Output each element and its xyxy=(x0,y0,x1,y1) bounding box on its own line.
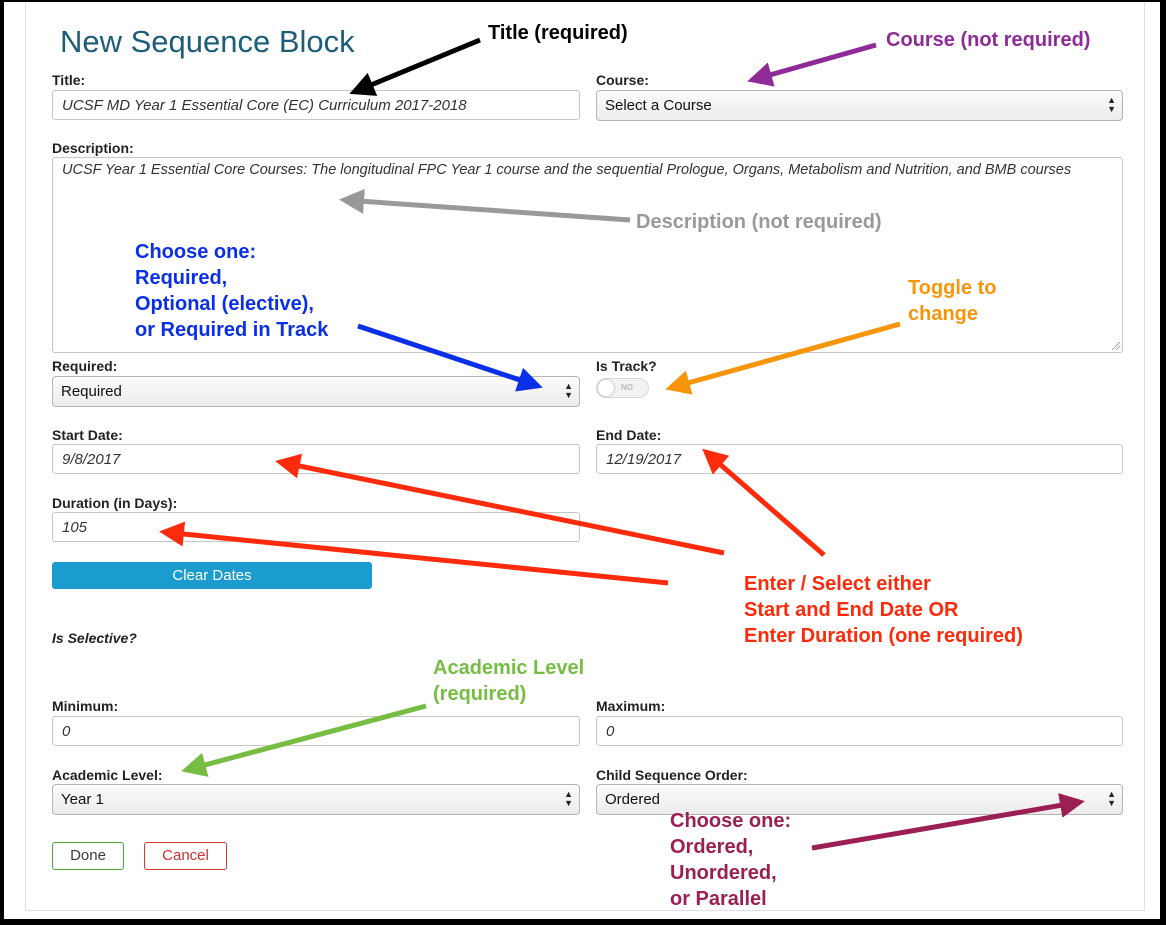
course-select-value: Select a Course xyxy=(605,97,712,114)
academic-level-annotation-line-2: (required) xyxy=(433,683,527,705)
description-label: Description: xyxy=(52,140,134,156)
end-date-annotation-arrow xyxy=(702,448,826,557)
done-button[interactable]: Done xyxy=(52,842,124,870)
academic-level-annotation-line-1: Academic Level xyxy=(433,657,585,679)
course-label: Course: xyxy=(596,72,649,88)
window-frame: New Sequence Block Title: UCSF MD Year 1… xyxy=(4,2,1160,919)
title-annotation-arrow xyxy=(349,37,481,96)
academic-level-value: Year 1 xyxy=(61,791,104,808)
description-textarea[interactable]: UCSF Year 1 Essential Core Courses: The … xyxy=(52,157,1123,353)
minimum-label: Minimum: xyxy=(52,698,119,714)
required-label: Required: xyxy=(52,358,118,374)
up-down-caret-icon: ▲▼ xyxy=(564,381,573,400)
child-order-annotation-line-3: Unordered, xyxy=(670,862,777,884)
annotation-arrows xyxy=(159,37,1085,851)
is-track-label: Is Track? xyxy=(596,358,657,374)
child-order-annotation-line-1: Choose one: xyxy=(670,810,792,832)
up-down-caret-icon: ▲▼ xyxy=(1107,95,1116,114)
course-annotation-arrow xyxy=(747,42,877,87)
toggle-knob xyxy=(598,380,614,396)
title-input[interactable]: UCSF MD Year 1 Essential Core (EC) Curri… xyxy=(52,90,580,120)
resize-grip-icon[interactable] xyxy=(1112,342,1120,350)
dates-annotation: Enter / Select either Start and End Date… xyxy=(744,571,1023,649)
required-annotation-line-2: Required, xyxy=(135,267,228,289)
course-annotation: Course (not required) xyxy=(886,29,1091,51)
form-panel: New Sequence Block Title: UCSF MD Year 1… xyxy=(25,2,1145,911)
clear-dates-button[interactable]: Clear Dates xyxy=(52,562,372,589)
description-annotation: Description (not required) xyxy=(636,211,882,233)
child-order-annotation: Choose one: Ordered, Unordered, or Paral… xyxy=(670,808,791,912)
toggle-annotation-arrow xyxy=(665,321,901,395)
academic-level-annotation-arrow xyxy=(181,703,427,777)
child-order-annotation-arrow xyxy=(811,793,1085,851)
required-annotation-arrow xyxy=(357,323,543,392)
academic-level-annotation: Academic Level (required) xyxy=(433,655,584,707)
cancel-button[interactable]: Cancel xyxy=(144,842,227,870)
up-down-caret-icon: ▲▼ xyxy=(1107,789,1116,808)
course-select[interactable]: Select a Course ▲▼ xyxy=(596,90,1123,121)
page-title: New Sequence Block xyxy=(60,24,355,59)
maximum-input[interactable]: 0 xyxy=(596,716,1123,746)
dates-annotation-line-2: Start and End Date OR xyxy=(744,599,959,621)
academic-level-select[interactable]: Year 1 ▲▼ xyxy=(52,784,580,815)
up-down-caret-icon: ▲▼ xyxy=(564,789,573,808)
required-select[interactable]: Required ▲▼ xyxy=(52,376,580,407)
child-order-annotation-line-2: Ordered, xyxy=(670,836,754,858)
end-date-label: End Date: xyxy=(596,427,662,443)
start-date-label: Start Date: xyxy=(52,427,123,443)
is-selective-label: Is Selective? xyxy=(52,630,137,646)
required-select-value: Required xyxy=(61,383,122,400)
child-sequence-order-label: Child Sequence Order: xyxy=(596,767,748,783)
is-track-toggle[interactable]: NO xyxy=(596,378,649,398)
required-annotation: Choose one: Required, Optional (elective… xyxy=(135,239,328,343)
toggle-annotation-line-2: change xyxy=(908,303,979,325)
start-date-annotation-arrow xyxy=(275,453,725,556)
duration-input[interactable]: 105 xyxy=(52,512,580,542)
end-date-input[interactable]: 12/19/2017 xyxy=(596,444,1123,474)
description-text: UCSF Year 1 Essential Core Courses: The … xyxy=(62,162,1072,178)
minimum-input[interactable]: 0 xyxy=(52,716,580,746)
duration-annotation-arrow xyxy=(159,521,669,586)
duration-label: Duration (in Days): xyxy=(52,495,178,511)
required-annotation-line-3: Optional (elective), xyxy=(135,293,314,315)
dates-annotation-line-3: Enter Duration (one required) xyxy=(744,625,1023,647)
maximum-label: Maximum: xyxy=(596,698,666,714)
toggle-annotation-line-1: Toggle to xyxy=(908,277,997,299)
dates-annotation-line-1: Enter / Select either xyxy=(744,573,931,595)
child-sequence-order-value: Ordered xyxy=(605,791,661,808)
toggle-state-text: NO xyxy=(621,383,633,392)
academic-level-label: Academic Level: xyxy=(52,767,163,783)
title-label: Title: xyxy=(52,72,86,88)
required-annotation-line-4: or Required in Track xyxy=(135,319,329,341)
description-annotation-arrow xyxy=(339,188,631,223)
required-annotation-line-1: Choose one: xyxy=(135,241,257,263)
toggle-annotation: Toggle to change xyxy=(908,275,997,327)
child-order-annotation-line-4: or Parallel xyxy=(670,888,767,910)
title-annotation: Title (required) xyxy=(488,22,628,44)
